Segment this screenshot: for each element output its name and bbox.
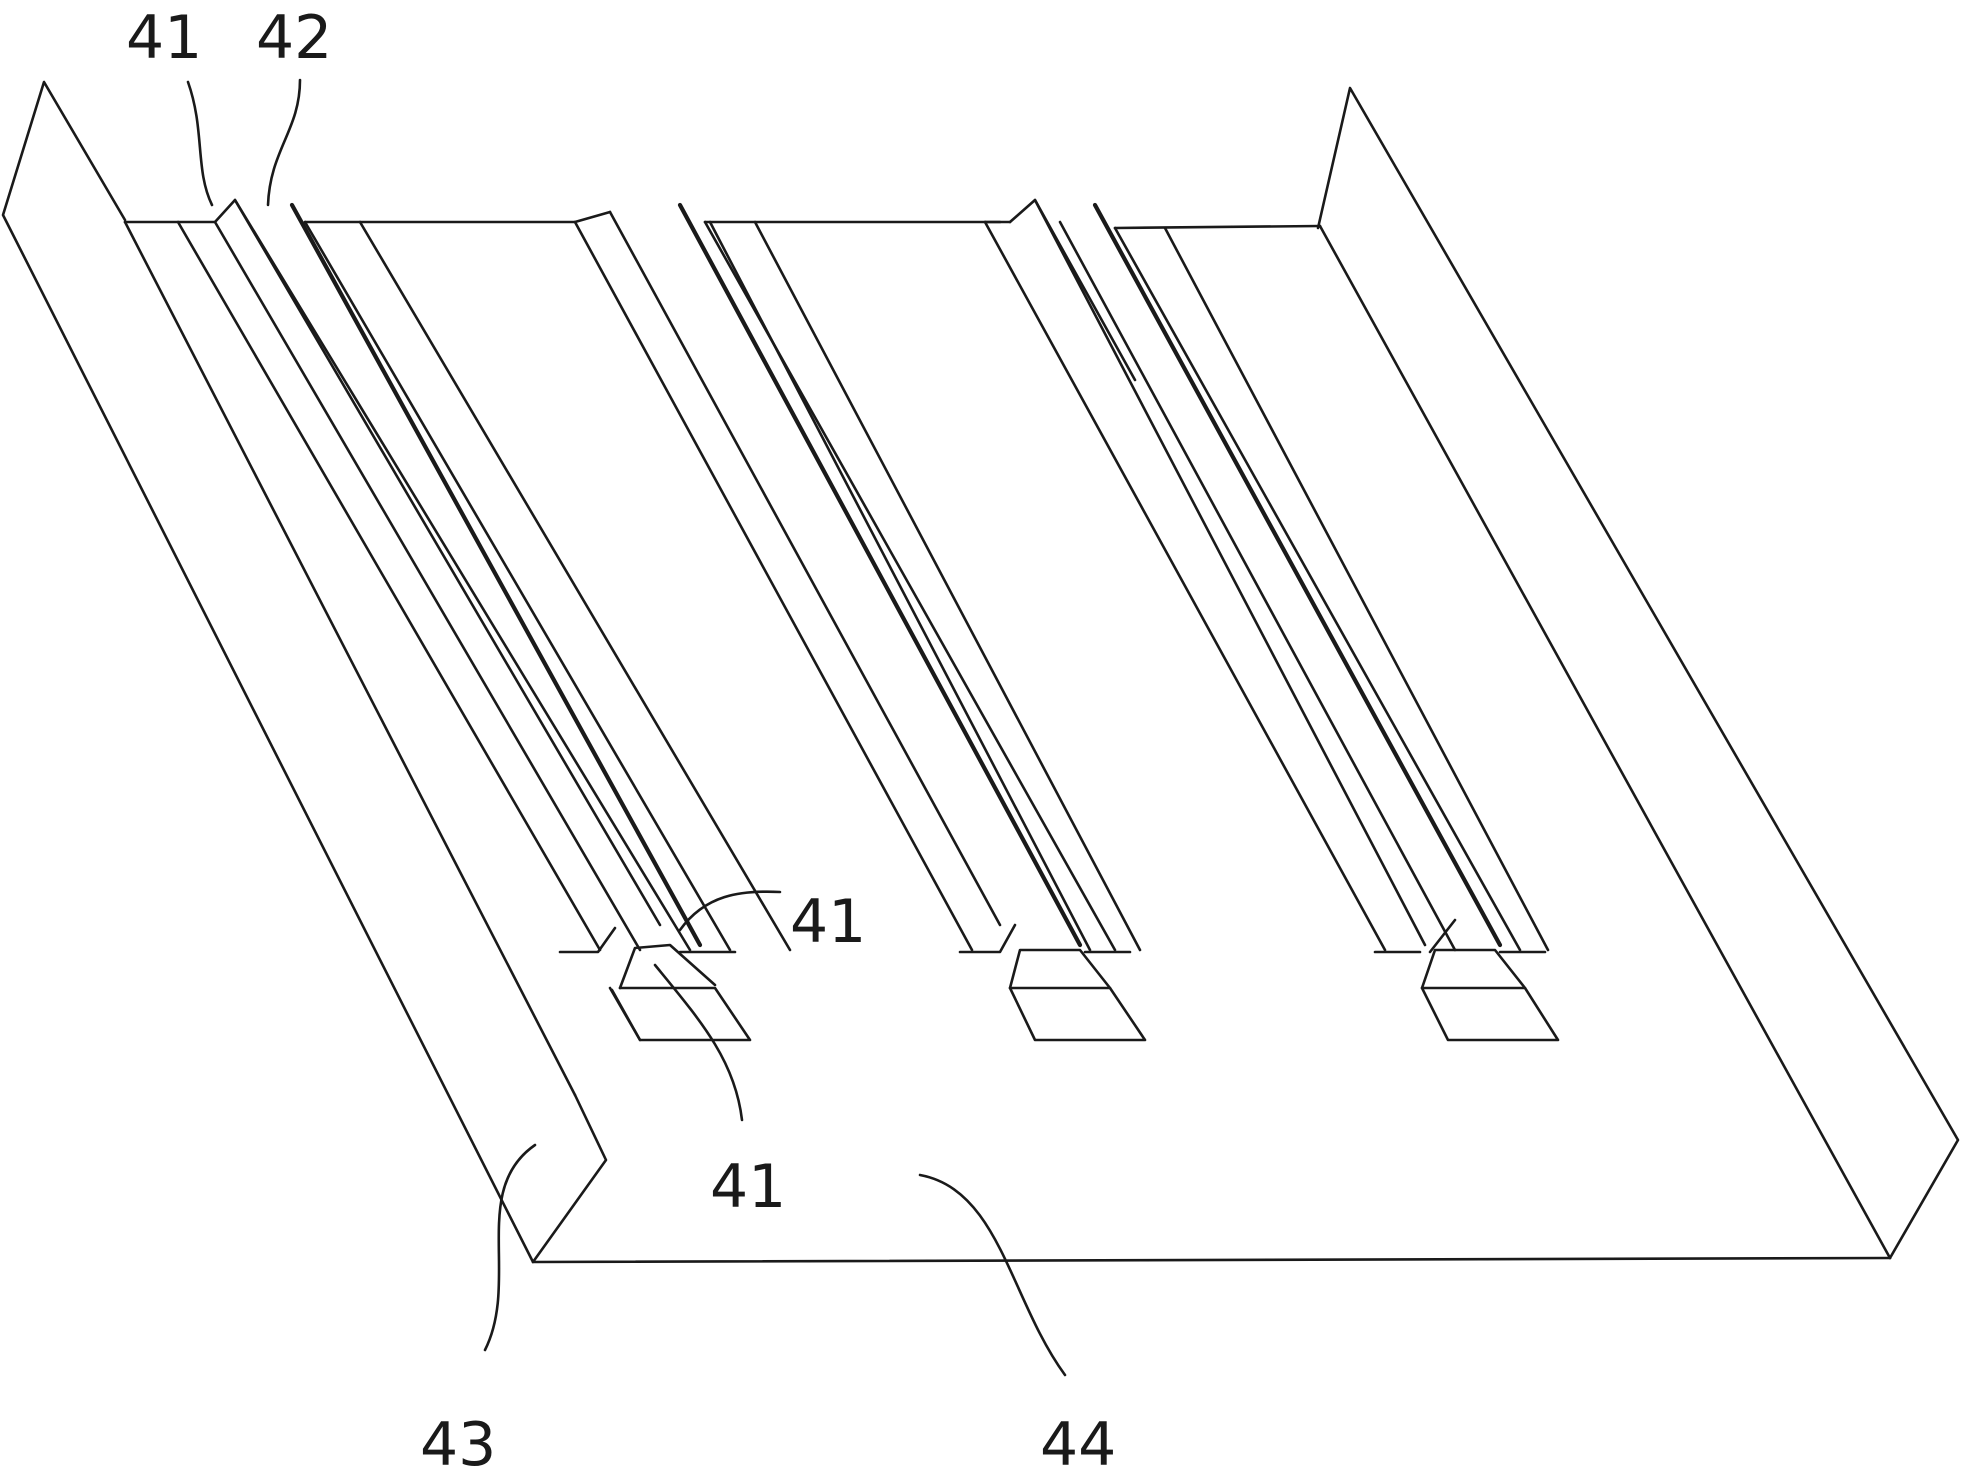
end-block-2 <box>1008 948 1147 1042</box>
leader-42-top <box>266 78 302 207</box>
end-block-3 <box>1420 948 1560 1042</box>
rail-group-2 <box>677 198 1457 954</box>
leader-43 <box>483 1143 537 1352</box>
rail-group-1 <box>176 198 1002 954</box>
leader-41-top <box>186 80 214 207</box>
leader-44 <box>918 1173 1067 1377</box>
leader-41-mid <box>678 890 782 932</box>
left-wall <box>1 80 608 1264</box>
label-42-top: 42 <box>256 3 332 73</box>
label-43: 43 <box>420 1410 496 1470</box>
right-wall <box>1316 86 1960 1260</box>
label-41-top: 41 <box>126 3 202 73</box>
rail-group-3 <box>1092 202 1550 954</box>
label-44: 44 <box>1040 1410 1116 1470</box>
leader-41-lower <box>653 963 744 1122</box>
label-41-mid: 41 <box>790 887 866 957</box>
leader-lines <box>186 78 1067 1377</box>
label-41-lower: 41 <box>710 1152 786 1222</box>
end-block-1 <box>608 943 752 1042</box>
